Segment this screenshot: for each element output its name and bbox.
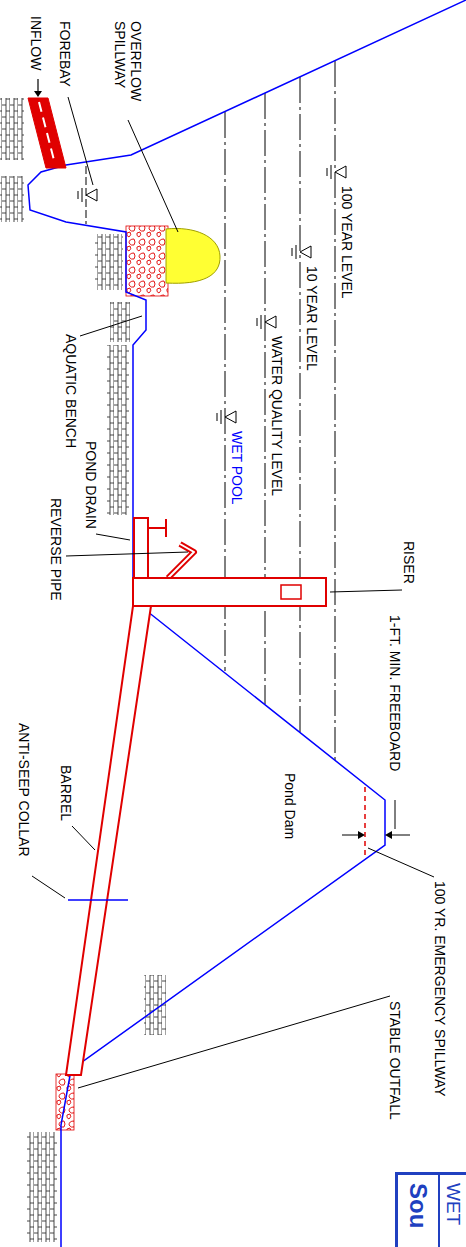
level-symbol — [257, 315, 276, 329]
leader-line — [128, 120, 178, 232]
dimension-arrow — [385, 831, 392, 839]
level-label: 100 YEAR LEVEL — [339, 185, 355, 300]
level-symbol — [78, 188, 97, 202]
part-label: POND DRAIN — [83, 440, 99, 530]
leader-line — [78, 996, 390, 1088]
anti-seep-collar — [68, 899, 128, 901]
level-label: WATER QUALITY LEVEL — [269, 335, 285, 497]
dimension-line — [342, 835, 360, 836]
leader-line — [72, 826, 95, 850]
leader-line — [368, 848, 434, 877]
emergency-spillway-level — [364, 787, 366, 858]
leader-line — [395, 800, 396, 829]
flow-arrow — [37, 79, 38, 91]
leader-line — [80, 316, 142, 336]
ground-hatch — [110, 302, 130, 342]
part-label: AQUATIC BENCH — [63, 333, 79, 449]
leader-line — [66, 552, 188, 556]
riprap-ground — [126, 226, 168, 296]
level-symbol — [327, 165, 346, 179]
part-label: OVERFLOW SPILLWAY — [112, 20, 144, 118]
riprap — [126, 226, 168, 296]
source-heading: Sou — [398, 1175, 438, 1247]
freeboard-label: 1-FT. MIN. FREEBOARD — [387, 614, 403, 772]
reverse-pipe-bore — [168, 544, 194, 578]
inflow-pipe-stripe — [39, 102, 55, 164]
level-symbol — [292, 245, 311, 259]
title-text: WET — [438, 1175, 466, 1247]
barrel-pipe — [66, 606, 151, 1075]
level-label: WET POOL — [229, 430, 245, 506]
leader-line — [96, 534, 130, 540]
overflow-spillway-berm — [166, 228, 220, 283]
spillway-label: 100 YR. EMERGENCY SPILLWAY — [432, 880, 448, 1098]
dimension-arrow — [358, 831, 365, 839]
part-label: BARREL — [58, 764, 74, 822]
level-line — [265, 93, 266, 704]
dimension-line — [390, 835, 410, 836]
title-box: WETSou — [395, 1172, 466, 1247]
part-label: INFLOW — [28, 15, 44, 71]
level-symbol — [217, 410, 236, 424]
part-label: REVERSE PIPE — [48, 497, 64, 602]
level-line — [335, 61, 336, 760]
ground-hatch — [27, 1132, 57, 1242]
ground-hatch — [95, 234, 123, 290]
leader-line — [330, 590, 402, 592]
riser-orifice — [281, 585, 301, 599]
level-line — [300, 77, 301, 732]
ground-hatch — [107, 345, 129, 515]
ground-hatch — [0, 98, 24, 160]
part-label: STABLE OUTFALL — [387, 1000, 403, 1121]
ground-hatch — [0, 176, 24, 222]
reverse-pipe — [168, 544, 194, 578]
pond-drain-valve — [148, 519, 166, 537]
part-label: FOREBAY — [57, 20, 73, 88]
leader-line — [32, 876, 65, 898]
pond-drain-pipe — [134, 518, 148, 578]
leader-line — [68, 97, 93, 185]
riser — [133, 578, 326, 606]
inflow-pipe — [28, 98, 66, 168]
part-label: ANTI-SEEP COLLAR — [16, 722, 32, 858]
ground-profile — [28, 0, 466, 1247]
part-label: RISER — [401, 540, 417, 585]
level-label: 10 YEAR LEVEL — [304, 265, 320, 372]
part-label: Pond Dam — [282, 772, 298, 840]
flow-arrow-head — [34, 91, 42, 97]
